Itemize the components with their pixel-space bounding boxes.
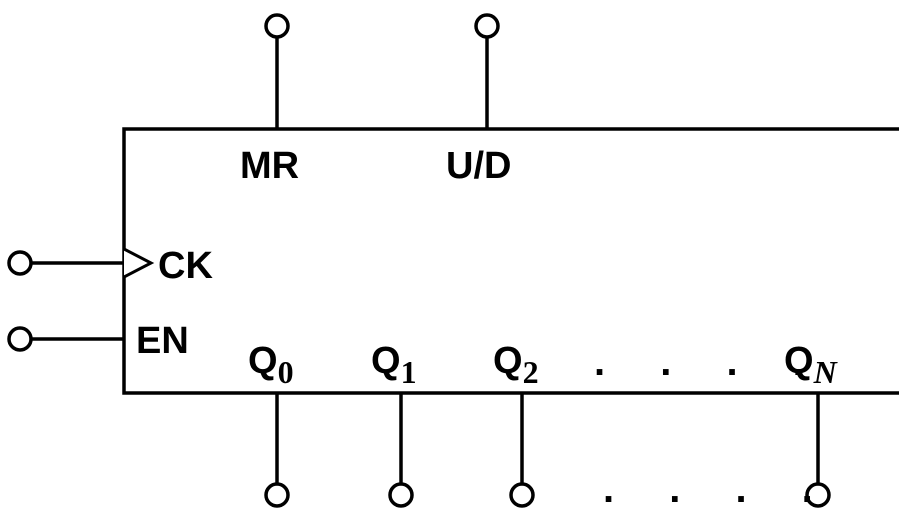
mr-label: MR bbox=[240, 145, 299, 187]
q0-label: Q0 bbox=[248, 340, 294, 390]
mr-pin bbox=[264, 13, 290, 39]
qn-label: QN bbox=[784, 340, 839, 390]
ck-pin bbox=[7, 250, 33, 276]
clock-triangle-icon bbox=[123, 247, 155, 279]
ud-pin bbox=[474, 13, 500, 39]
en-pin bbox=[7, 326, 33, 352]
qn-pin bbox=[805, 482, 831, 508]
q1-label: Q1 bbox=[371, 340, 417, 390]
counter-block bbox=[122, 127, 899, 395]
ud-label: U/D bbox=[446, 145, 511, 187]
en-label: EN bbox=[136, 320, 189, 362]
q2-label: Q2 bbox=[493, 340, 539, 390]
ck-label: CK bbox=[158, 245, 213, 287]
output-pin-ellipsis: . . . . bbox=[603, 467, 835, 511]
output-label-ellipsis: . . . . bbox=[594, 340, 826, 384]
q0-pin bbox=[264, 482, 290, 508]
q2-pin bbox=[509, 482, 535, 508]
q1-pin bbox=[388, 482, 414, 508]
